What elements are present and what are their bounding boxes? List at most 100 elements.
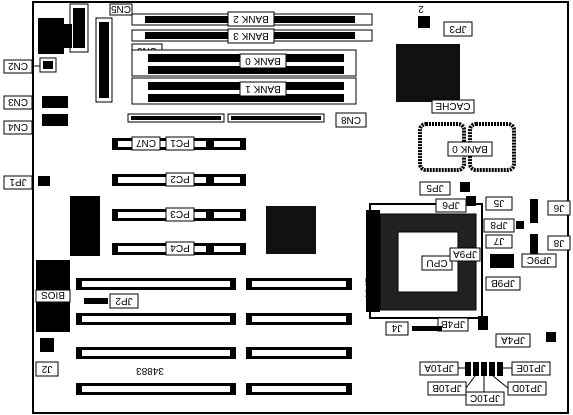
jp10b-label-box [427, 381, 467, 396]
pc3-label: PC3 [170, 208, 190, 219]
bank2-label: BANK 2 [233, 13, 269, 24]
bios-label-box [35, 289, 71, 303]
jp9-jumpers [490, 254, 514, 268]
board-code: 34883 [136, 365, 164, 376]
j2-label-box [35, 361, 59, 377]
jp9c-label: JP9C [527, 254, 551, 265]
j4-header [412, 326, 442, 331]
j8-label-box [547, 235, 571, 251]
j2-header [40, 338, 54, 352]
jp6-label: JP6 [442, 199, 460, 210]
cn8-label-box [335, 112, 367, 128]
jp4b-jumper [478, 316, 488, 330]
jp1-label: JP1 [9, 176, 27, 187]
isa-slot-3a [76, 347, 236, 359]
jp10b-label: JP10B [432, 382, 462, 393]
jp3-jumper [418, 16, 430, 28]
jp10c-label: JP10C [470, 392, 500, 403]
cache-bank0-label-box [447, 141, 493, 157]
jp9b-label-box [485, 276, 521, 291]
cn5-label-box [109, 3, 133, 16]
jp9a-label: JP9A [453, 248, 477, 259]
cn5-label: CN5 [111, 3, 131, 14]
jp3-pin-label: 2 [418, 3, 424, 14]
pc1-label: PC1 [170, 137, 190, 148]
j2-label: J2 [41, 363, 52, 374]
isa-slot-4a [76, 383, 236, 395]
cn4-header [42, 114, 68, 126]
j4-label-box [385, 321, 409, 336]
cn7-label: CN7 [136, 137, 156, 148]
isa-slot-4b [246, 383, 352, 395]
jp5-label: JP5 [426, 182, 444, 193]
bank3-label-box [227, 28, 275, 44]
jp10d-label: JP10D [512, 382, 542, 393]
pc4-label: PC4 [170, 242, 190, 253]
jp9c-label-box [521, 253, 557, 268]
jp9b-label: JP9B [491, 277, 515, 288]
jp10-jumpers [465, 362, 503, 376]
cpu-label: CPU [426, 257, 447, 268]
j5-label: J5 [493, 197, 504, 208]
jp5-jumper [460, 182, 470, 192]
jp4b-label: JP4B [441, 318, 465, 329]
jp3-label-box [443, 21, 473, 37]
jp2-label: JP2 [115, 295, 133, 306]
pc2-label-box [165, 172, 195, 187]
jp1-jumper [38, 176, 50, 186]
jp8-jumper [516, 221, 524, 229]
isa-slot-1b [246, 278, 352, 290]
rtc-label-line1: REAL TIME [75, 202, 85, 250]
cache-bank0-label: BANK 0 [452, 143, 488, 154]
isa-slot-2a [76, 313, 236, 325]
jp5-label-box [419, 181, 451, 196]
pc1-label-box [165, 136, 195, 151]
cache-label: CACHE [435, 100, 470, 111]
real-time-clock-chip [70, 196, 100, 256]
j8-header [530, 234, 538, 254]
cn3-label: CN3 [8, 96, 28, 107]
cn3-header [42, 96, 68, 108]
cn2-label: CN2 [8, 60, 28, 71]
j6-label: J6 [553, 202, 564, 213]
jp10c-label-box [465, 391, 505, 406]
jp10a-label: JP10A [424, 362, 454, 373]
j4-label: J4 [391, 322, 402, 333]
jp4b-label-box [437, 317, 469, 332]
jp4a-label-box [495, 333, 531, 348]
cn4-label: CN4 [8, 121, 28, 132]
jp9a-label-box [449, 247, 481, 262]
isa-slot-1a [76, 278, 236, 290]
j6-header [530, 199, 538, 223]
bank3-label: BANK 3 [233, 30, 269, 41]
jp8-label: JP8 [490, 219, 508, 230]
isa-slot-2b [246, 313, 352, 325]
cn3-label-box [3, 95, 33, 110]
j5-label-box [485, 196, 513, 211]
jp6-jumper [466, 196, 476, 206]
cn7-header [127, 113, 225, 123]
pc2-label: PC2 [170, 173, 190, 184]
jp10e-label: JP10E [516, 362, 546, 373]
cn7-label-box [131, 136, 161, 151]
cn6-header [95, 17, 113, 103]
cn8-header [227, 113, 325, 123]
rtc-label-line2: CLOCK [85, 210, 95, 242]
bios-label: BIOS [41, 289, 65, 300]
cn2-connector [38, 18, 72, 54]
cpu-label-box [421, 255, 453, 271]
isa-slot-3b [246, 347, 352, 359]
bank0-label: BANK 0 [245, 55, 281, 66]
cn8-label: CN8 [341, 114, 361, 125]
j7-label: J7 [493, 235, 504, 246]
cn4-label-box [3, 120, 33, 135]
jp2-jumper [84, 298, 108, 304]
cache-label-box [431, 99, 475, 114]
jp4a-jumper [546, 332, 556, 342]
controller-ic [266, 206, 316, 254]
jp4a-label: JP4A [501, 334, 525, 345]
cn5-header [69, 3, 89, 53]
pc4-label-box [165, 241, 195, 256]
bank2-label-box [227, 11, 275, 27]
